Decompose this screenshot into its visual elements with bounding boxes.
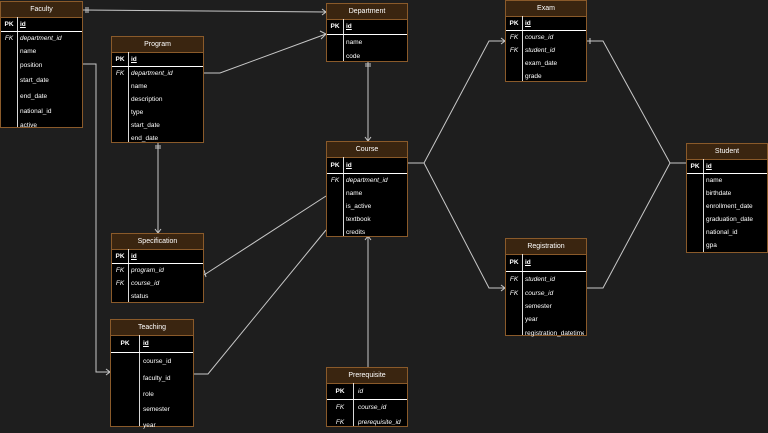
field-row: type xyxy=(131,109,144,116)
entity-student-title: Student xyxy=(687,144,767,160)
field-row: birthdate xyxy=(706,190,732,197)
field-row: graduation_date xyxy=(706,216,753,223)
field-row: name xyxy=(20,48,37,55)
field-row: grade xyxy=(525,73,542,80)
edge-faculty-teaching xyxy=(83,63,110,373)
edge-teaching-course xyxy=(194,229,327,375)
field-row: name xyxy=(131,83,148,90)
entity-course-title: Course xyxy=(327,142,407,158)
field-row: national_id xyxy=(20,108,52,115)
edge-faculty-department xyxy=(82,9,327,13)
edge-course-registration xyxy=(423,162,505,289)
field-row: end_date xyxy=(20,93,48,100)
edge-exam-student xyxy=(587,40,686,164)
field-row: year xyxy=(143,422,156,429)
field-row: status xyxy=(131,293,149,300)
field-row: gpa xyxy=(706,242,717,249)
field-row: semester xyxy=(525,303,552,310)
entity-registration-title: Registration xyxy=(506,239,586,255)
field-row: active xyxy=(20,122,37,129)
entity-prerequisite-title: Prerequisite xyxy=(327,368,407,384)
edge-program-department xyxy=(204,33,327,74)
edge-specification-course xyxy=(203,195,327,276)
edge-specification-course-end xyxy=(203,269,207,278)
field-row: year xyxy=(525,316,538,323)
entity-specification-title: Specification xyxy=(112,234,203,250)
field-row: start_date xyxy=(20,77,49,84)
field-row: position xyxy=(20,62,43,69)
edge-program-specification-end1 xyxy=(155,145,161,149)
field-row: national_id xyxy=(706,229,738,236)
edge-registration-student xyxy=(587,162,671,289)
field-row: end_date xyxy=(131,135,159,142)
field-row: code xyxy=(346,53,361,60)
field-row: semester xyxy=(143,406,170,413)
edge-course-exam xyxy=(408,40,505,164)
entity-program-title: Program xyxy=(112,37,203,53)
field-row: start_date xyxy=(131,122,160,129)
entity-teaching-title: Teaching xyxy=(111,320,193,336)
field-row: name xyxy=(706,177,723,184)
field-row: is_active xyxy=(346,203,372,210)
field-row: textbook xyxy=(346,216,371,223)
edge-faculty-department-end1 xyxy=(85,7,89,13)
entity-department-title: Department xyxy=(327,4,407,20)
edge-department-course-end1 xyxy=(365,63,371,67)
field-row: role xyxy=(143,391,154,398)
field-row: course_id xyxy=(143,358,172,365)
entity-exam-title: Exam xyxy=(506,1,586,17)
field-row: name xyxy=(346,190,363,197)
field-row: enrollment_date xyxy=(706,203,753,210)
field-row: faculty_id xyxy=(143,375,171,382)
field-row: registration_datetime xyxy=(525,330,584,337)
field-row: description xyxy=(131,96,163,103)
field-row: name xyxy=(346,39,363,46)
field-row: exam_date xyxy=(525,60,558,67)
field-row: credits xyxy=(346,229,366,236)
entity-faculty-title: Faculty xyxy=(1,2,82,18)
